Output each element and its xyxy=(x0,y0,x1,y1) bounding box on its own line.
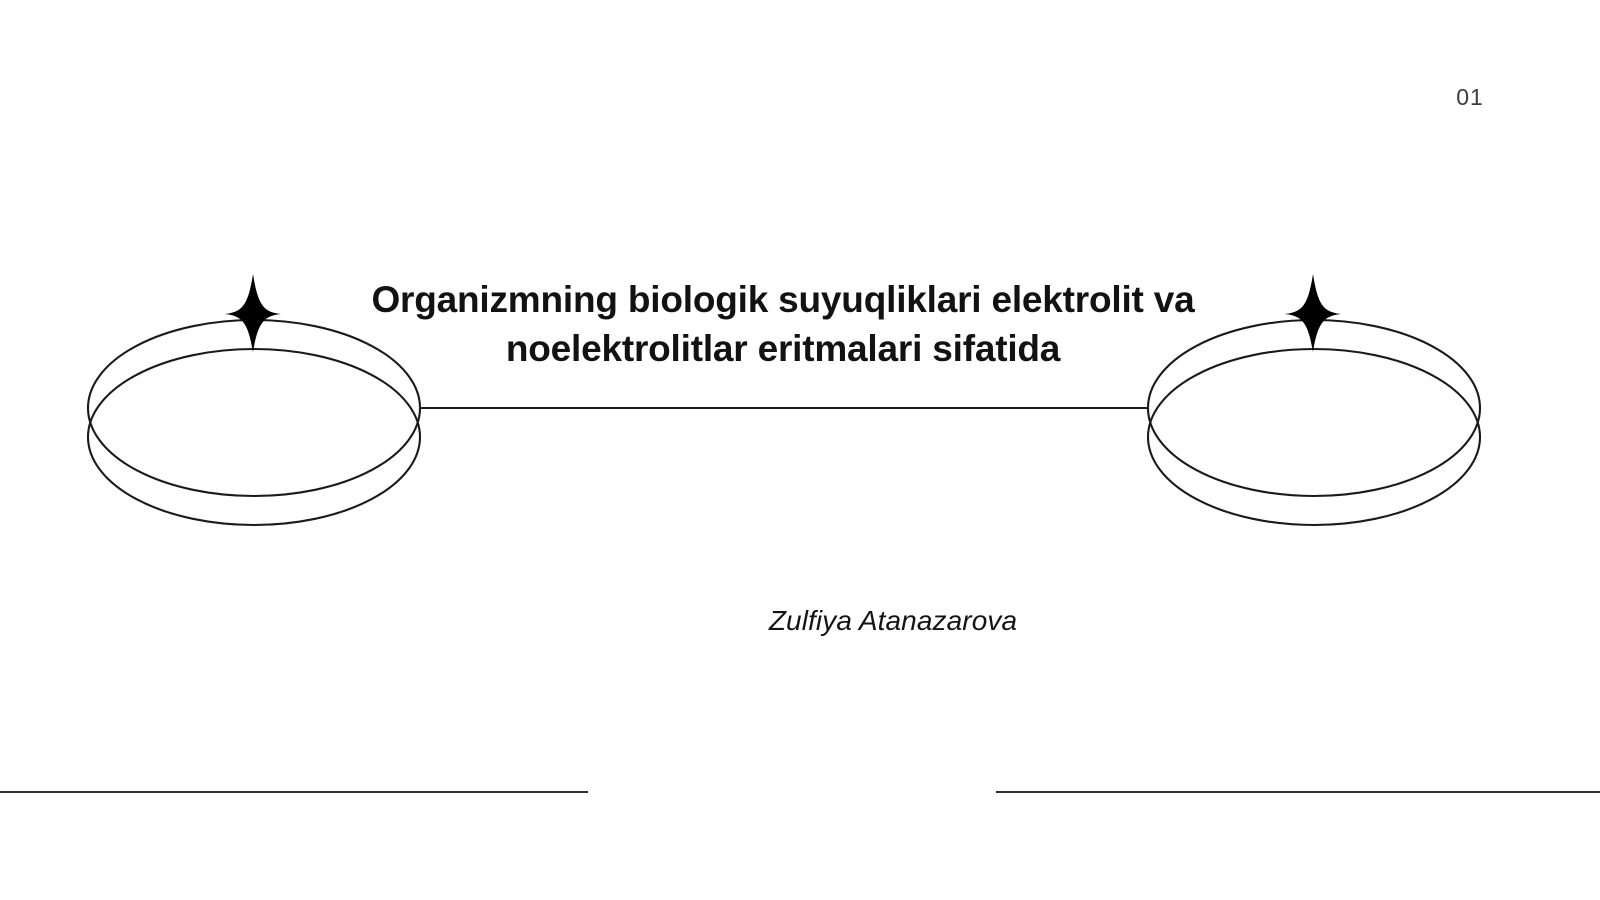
left-ring-lower-ellipse xyxy=(86,347,422,527)
author-block: Zulfiya Atanazarova xyxy=(593,605,1193,637)
page-title: Organizmning biologik suyuqliklari elekt… xyxy=(371,279,1195,369)
title-block: Organizmning biologik suyuqliklari elekt… xyxy=(283,276,1283,374)
author-name: Zulfiya Atanazarova xyxy=(768,605,1018,636)
right-sparkle-icon xyxy=(1285,274,1341,352)
bottom-rule-left xyxy=(0,791,588,793)
page-number: 01 xyxy=(1456,84,1484,110)
bottom-rule-right xyxy=(996,791,1600,793)
right-ring-lower-ellipse xyxy=(1146,347,1482,527)
left-sparkle-icon xyxy=(225,274,281,352)
